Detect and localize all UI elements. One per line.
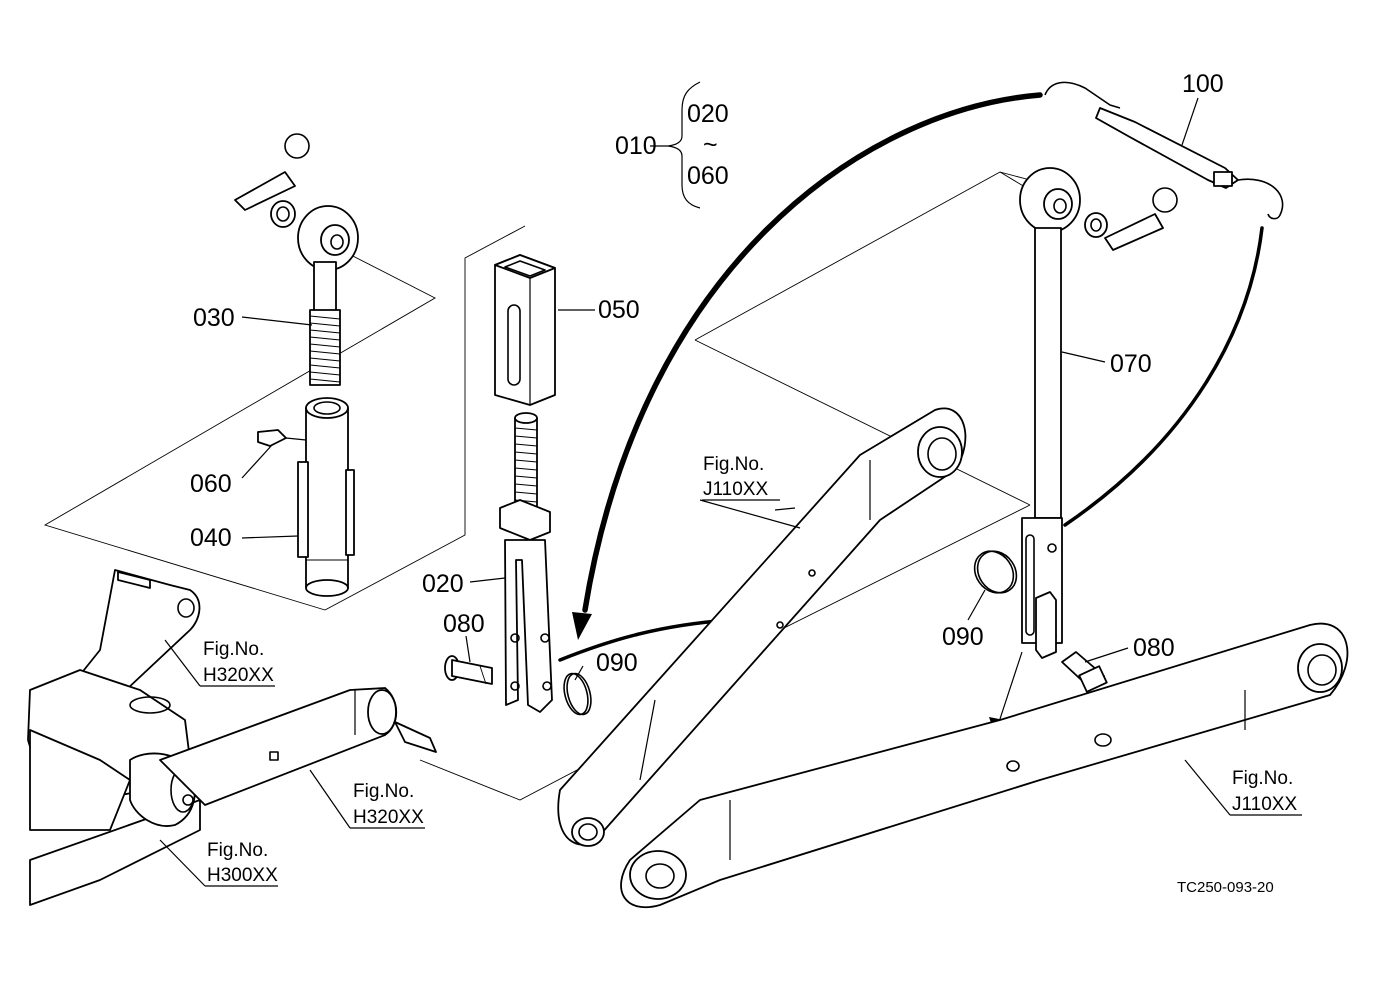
- figref-upper-center-line2: J110XX: [703, 479, 768, 500]
- part-070-top-link: [1019, 167, 1178, 659]
- part-090-ring-left: [563, 672, 592, 716]
- figref-right-line2: J110XX: [1232, 794, 1297, 815]
- callout-100: 100: [1182, 70, 1224, 98]
- callout-090-right: 090: [942, 623, 984, 651]
- figure-references: Fig.No. J110XX Fig.No. H320XX Fig.No. H3…: [203, 454, 1297, 886]
- callout-080-left: 080: [443, 610, 485, 638]
- part-100-stabilizer-rod: [1044, 81, 1284, 220]
- figref-upper-center-line1: Fig.No.: [703, 454, 764, 475]
- callout-050: 050: [598, 296, 640, 324]
- drawing-code: TC250-093-20: [1177, 879, 1274, 896]
- figref-right-line1: Fig.No.: [1232, 768, 1293, 789]
- assembly-frame-lines: [43, 171, 1031, 801]
- callout-040: 040: [190, 524, 232, 552]
- part-080-pin-left: [444, 655, 493, 685]
- callout-leader-lines: [159, 81, 1302, 887]
- part-050-square-sleeve: [494, 254, 556, 406]
- callout-060: 060: [190, 470, 232, 498]
- callout-070: 070: [1110, 350, 1152, 378]
- lower-link-arm-left: [557, 407, 967, 847]
- part-060-grease-nipple: [257, 429, 307, 447]
- callout-range-tilde: ~: [703, 131, 718, 159]
- figref-left-upper-line1: Fig.No.: [203, 639, 264, 660]
- figref-bottom-left-line1: Fig.No.: [207, 840, 268, 861]
- part-080-pin-right: [1061, 651, 1108, 693]
- figref-left-lower-line2: H320XX: [353, 807, 424, 828]
- part-090-ring-right: [973, 550, 1018, 594]
- figref-left-lower-line1: Fig.No.: [353, 781, 414, 802]
- callout-labels: 010 020 ~ 060 100 030 050 070 060 040 02…: [190, 70, 1224, 677]
- callout-030: 030: [193, 304, 235, 332]
- callout-020: 020: [422, 570, 464, 598]
- figref-bottom-left-line2: H300XX: [207, 865, 278, 886]
- callout-080-right: 080: [1133, 634, 1175, 662]
- lower-link-arm-right: [620, 622, 1349, 909]
- part-020-clevis: [499, 412, 553, 713]
- tractor-rear-housing: [27, 569, 437, 906]
- part-040-tube: [297, 397, 355, 597]
- callout-010: 010: [615, 132, 657, 160]
- part-030-top-link-end: [234, 133, 359, 386]
- callout-020-range-start: 020: [687, 100, 729, 128]
- figref-left-upper-line2: H320XX: [203, 665, 274, 686]
- callout-090-left: 090: [596, 649, 638, 677]
- callout-060-range-end: 060: [687, 162, 729, 190]
